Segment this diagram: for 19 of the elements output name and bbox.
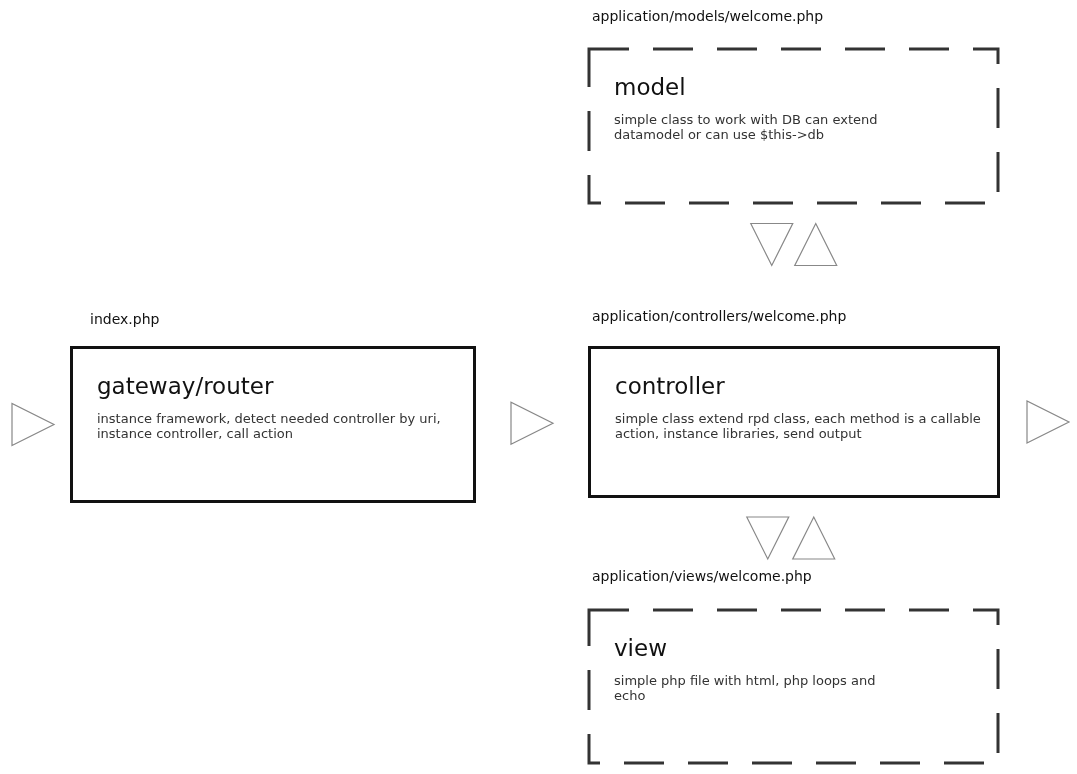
box-description: instance framework, detect needed controller by uri, instance controller, call action	[97, 411, 442, 441]
file-path-label: index.php	[90, 311, 160, 327]
arrow	[1026, 400, 1071, 444]
file-path-label: application/models/welcome.php	[592, 8, 824, 24]
arrow	[11, 402, 56, 447]
file-path-label: application/views/welcome.php	[592, 568, 812, 584]
box-title: controller	[615, 373, 726, 399]
box-title: model	[614, 74, 687, 100]
box-description: simple php file with html, php loops and echo	[614, 673, 877, 703]
arrow	[510, 401, 555, 446]
box-title: view	[614, 635, 668, 661]
box-description: simple class to work with DB can extend datamodel or can use $this->db	[614, 112, 879, 142]
box-title: gateway/router	[97, 373, 275, 399]
arrow	[745, 516, 790, 561]
box-description: simple class extend rpd class, each method is a callable action, instance libraries, send output	[615, 411, 982, 441]
file-path-label: application/controllers/welcome.php	[592, 308, 847, 324]
arrow	[791, 515, 836, 560]
arrow	[793, 222, 838, 267]
arrow	[749, 222, 794, 267]
